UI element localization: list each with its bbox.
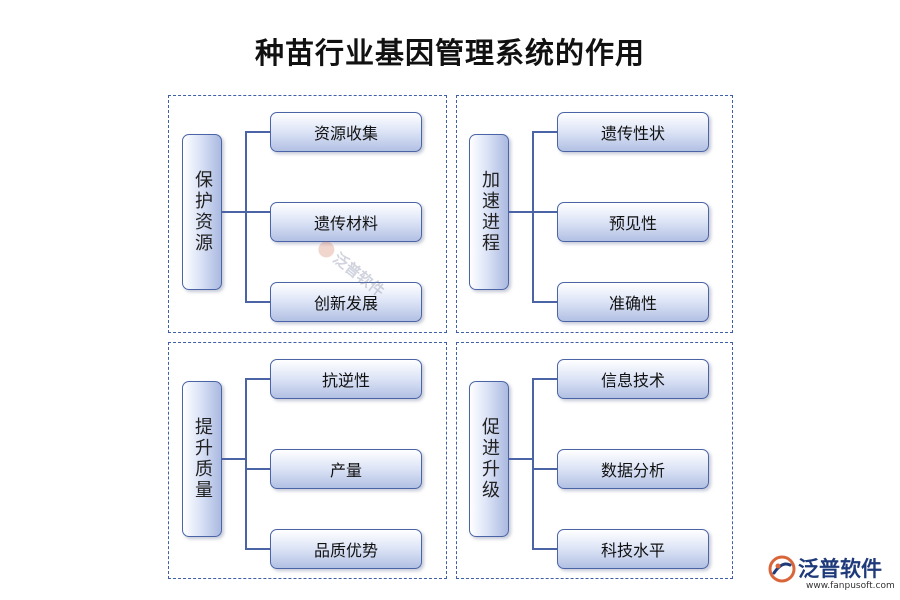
item-box: 创新发展 — [270, 282, 422, 322]
category-box: 保护资源 — [182, 134, 222, 290]
connector-line — [245, 378, 270, 380]
item-label: 抗逆性 — [321, 371, 370, 390]
quadrant-improve-quality — [168, 342, 447, 579]
item-box: 遗传材料 — [270, 202, 422, 242]
connector-line — [245, 211, 270, 213]
connector-line — [509, 458, 533, 460]
item-box: 准确性 — [557, 282, 709, 322]
connector-line — [532, 548, 557, 550]
category-label: 加速进程 — [479, 170, 500, 254]
connector-line — [222, 211, 246, 213]
item-label: 科技水平 — [600, 541, 665, 560]
connector-line — [532, 378, 557, 380]
item-box: 品质优势 — [270, 529, 422, 569]
connector-line — [245, 548, 270, 550]
brand-logo-text: 泛普软件 — [798, 557, 882, 581]
connector-line — [222, 458, 246, 460]
item-label: 遗传性状 — [600, 124, 665, 143]
connector-line — [245, 378, 247, 550]
connector-line — [509, 211, 533, 213]
item-box: 产量 — [270, 449, 422, 489]
category-label: 保护资源 — [192, 170, 213, 254]
connector-line — [245, 131, 247, 303]
item-box: 信息技术 — [557, 359, 709, 399]
quadrant-accelerate-process — [456, 95, 733, 333]
item-label: 品质优势 — [313, 541, 378, 560]
item-label: 资源收集 — [313, 124, 378, 143]
item-box: 科技水平 — [557, 529, 709, 569]
category-box: 提升质量 — [182, 381, 222, 537]
category-label: 提升质量 — [192, 417, 213, 501]
item-box: 抗逆性 — [270, 359, 422, 399]
brand-logo-url: www.fanpusoft.com — [806, 581, 895, 591]
item-label: 遗传材料 — [313, 214, 378, 233]
diagram-title: 种苗行业基因管理系统的作用 — [254, 36, 645, 70]
connector-line — [532, 131, 534, 303]
quadrant-promote-upgrade — [456, 342, 733, 579]
item-box: 资源收集 — [270, 112, 422, 152]
item-box: 遗传性状 — [557, 112, 709, 152]
quadrant-protect-resources — [168, 95, 447, 333]
item-label: 信息技术 — [600, 371, 665, 390]
brand-logo: 泛普软件 www.fanpusoft.com — [768, 553, 895, 597]
item-label: 准确性 — [608, 294, 657, 313]
connector-line — [532, 468, 557, 470]
connector-line — [532, 211, 557, 213]
connector-line — [532, 301, 557, 303]
brand-logo-icon — [768, 555, 796, 583]
item-label: 产量 — [329, 461, 362, 480]
item-label: 数据分析 — [600, 461, 665, 480]
connector-line — [532, 378, 534, 550]
connector-line — [245, 301, 270, 303]
connector-line — [245, 468, 270, 470]
item-label: 预见性 — [608, 214, 657, 233]
item-label: 创新发展 — [313, 294, 378, 313]
connector-line — [245, 131, 270, 133]
category-box: 加速进程 — [469, 134, 509, 290]
connector-line — [532, 131, 557, 133]
category-label: 促进升级 — [479, 417, 500, 501]
item-box: 预见性 — [557, 202, 709, 242]
item-box: 数据分析 — [557, 449, 709, 489]
category-box: 促进升级 — [469, 381, 509, 537]
